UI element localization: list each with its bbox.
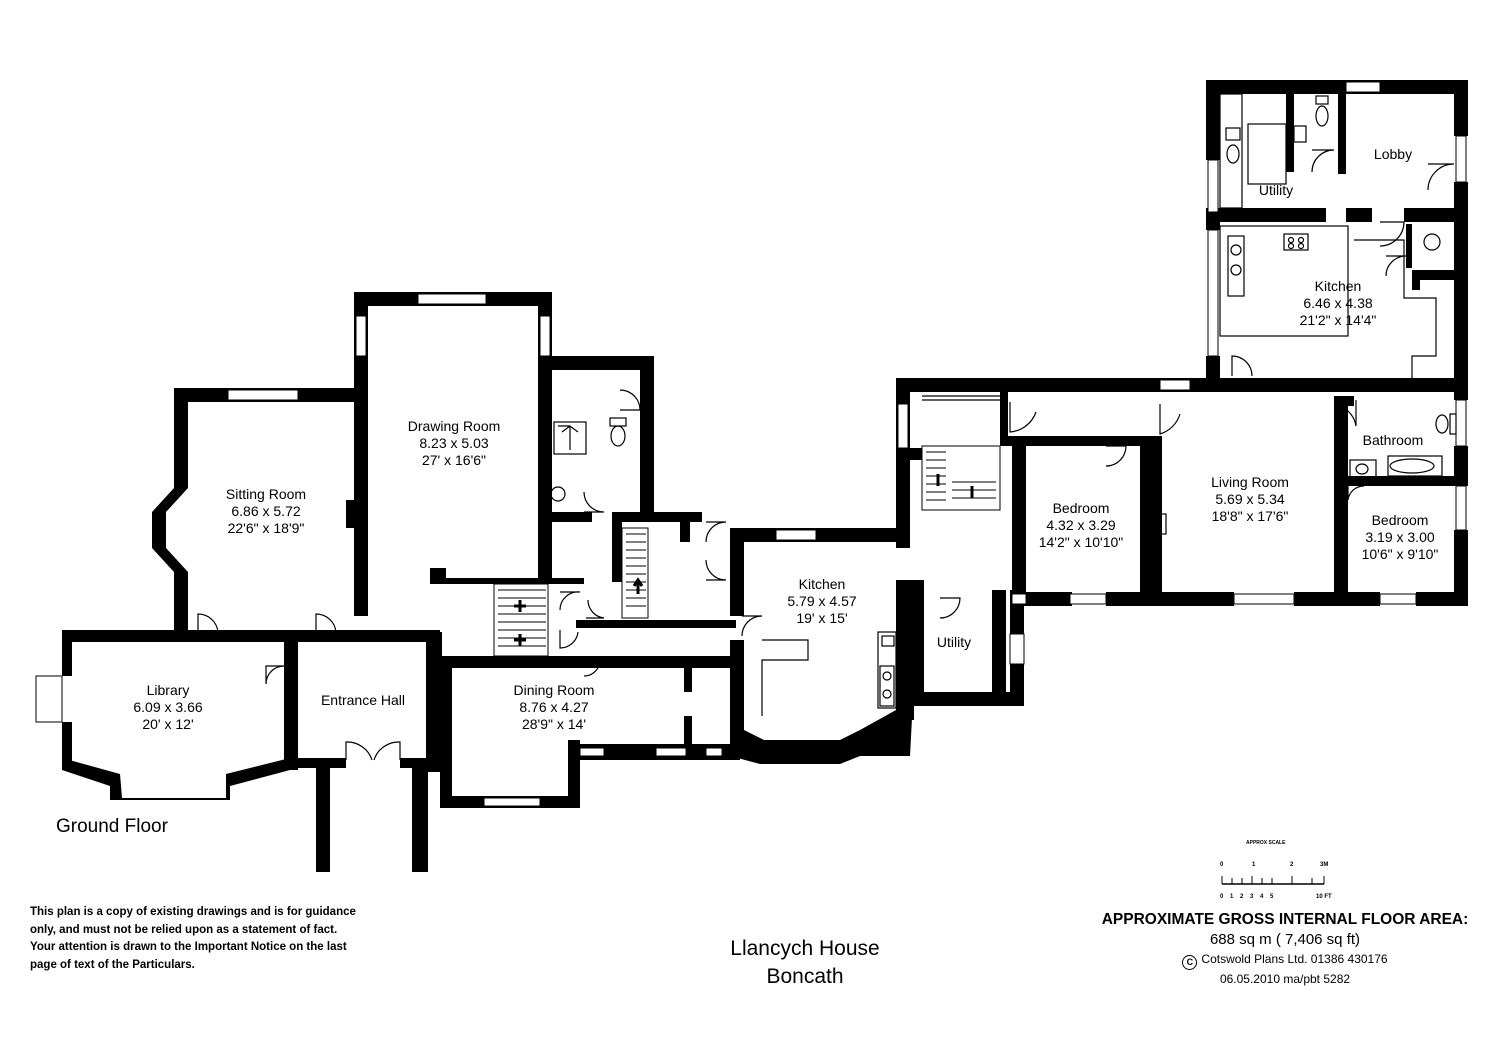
scale-foot-2: 2 bbox=[1240, 894, 1244, 900]
room-metric: 8.76 x 4.27 bbox=[519, 699, 589, 715]
room-name: Kitchen bbox=[1314, 278, 1362, 294]
room-name: Dining Room bbox=[513, 682, 595, 698]
room-living-room: Living Room 5.69 x 5.34 18'8" x 17'6" bbox=[1180, 474, 1320, 525]
room-imperial: 20' x 12' bbox=[142, 716, 194, 732]
room-imperial: 14'2" x 10'10" bbox=[1038, 534, 1124, 550]
room-metric: 3.19 x 3.00 bbox=[1365, 529, 1435, 545]
room-kitchen-annex: Kitchen 6.46 x 4.38 21'2" x 14'4" bbox=[1268, 278, 1408, 329]
room-name: Bathroom bbox=[1362, 432, 1424, 448]
scale-foot-1: 1 bbox=[1230, 894, 1234, 900]
scale-metres: 0 1 2 3M bbox=[1220, 862, 1328, 868]
property-title: Llancych House Boncath bbox=[690, 935, 920, 991]
room-name: Bedroom bbox=[1371, 512, 1429, 528]
doors bbox=[197, 149, 1455, 761]
room-bedroom-2: Bedroom 3.19 x 3.00 10'6" x 9'10" bbox=[1346, 512, 1454, 563]
room-imperial: 10'6" x 9'10" bbox=[1361, 546, 1439, 562]
property-location: Boncath bbox=[766, 965, 844, 988]
room-metric: 6.86 x 5.72 bbox=[231, 503, 301, 519]
scale-foot-4: 4 bbox=[1260, 894, 1264, 900]
room-metric: 6.09 x 3.66 bbox=[133, 699, 203, 715]
room-name: Sitting Room bbox=[225, 486, 307, 502]
scale-metre-0: 0 bbox=[1220, 862, 1224, 868]
room-drawing-room: Drawing Room 8.23 x 5.03 27' x 16'6" bbox=[384, 418, 524, 469]
room-name: Library bbox=[146, 682, 190, 698]
room-kitchen-main: Kitchen 5.79 x 4.57 19' x 15' bbox=[752, 576, 892, 627]
scale-bar bbox=[1221, 876, 1325, 885]
room-metric: 5.69 x 5.34 bbox=[1215, 491, 1285, 507]
room-entrance-hall: Entrance Hall bbox=[298, 692, 428, 709]
staircases bbox=[493, 445, 1001, 657]
room-bathroom: Bathroom bbox=[1350, 432, 1436, 449]
scale-foot-5: 5 bbox=[1270, 894, 1274, 900]
room-dining-room: Dining Room 8.76 x 4.27 28'9" x 14' bbox=[484, 682, 624, 733]
scale-metre-2: 2 bbox=[1290, 862, 1294, 868]
room-library: Library 6.09 x 3.66 20' x 12' bbox=[98, 682, 238, 733]
scale-metre-3: 3M bbox=[1320, 862, 1328, 868]
room-name: Lobby bbox=[1373, 146, 1413, 162]
room-imperial: 28'9" x 14' bbox=[521, 716, 587, 732]
fixtures bbox=[550, 95, 1457, 707]
room-name: Kitchen bbox=[798, 576, 846, 592]
room-utility-upper: Utility bbox=[1246, 182, 1306, 199]
scale-title: APPROX SCALE bbox=[1246, 840, 1286, 846]
room-sitting-room: Sitting Room 6.86 x 5.72 22'6" x 18'9" bbox=[196, 486, 336, 537]
room-name: Bedroom bbox=[1052, 500, 1110, 516]
area-heading: APPROXIMATE GROSS INTERNAL FLOOR AREA: bbox=[1101, 911, 1469, 928]
room-metric: 6.46 x 4.38 bbox=[1303, 295, 1373, 311]
room-name: Utility bbox=[1258, 182, 1294, 198]
room-name: Utility bbox=[936, 634, 972, 650]
room-utility-lower: Utility bbox=[924, 634, 984, 651]
room-metric: 8.23 x 5.03 bbox=[419, 435, 489, 451]
interior-lines bbox=[761, 93, 1437, 716]
disclaimer-text: This plan is a copy of existing drawings… bbox=[30, 906, 356, 971]
room-imperial: 19' x 15' bbox=[796, 610, 848, 626]
room-name: Drawing Room bbox=[407, 418, 501, 434]
windows bbox=[35, 81, 1467, 807]
scale-foot-3: 3 bbox=[1250, 894, 1254, 900]
scale-feet: 0 1 2 3 4 5 10 FT bbox=[1220, 894, 1332, 900]
room-lobby: Lobby bbox=[1360, 146, 1426, 163]
room-bedroom-1: Bedroom 4.32 x 3.29 14'2" x 10'10" bbox=[1014, 500, 1148, 551]
scale-foot-0: 0 bbox=[1220, 894, 1224, 900]
property-name: Llancych House bbox=[730, 937, 880, 960]
floor-area-block: APPROXIMATE GROSS INTERNAL FLOOR AREA: 6… bbox=[1060, 910, 1500, 988]
room-imperial: 21'2" x 14'4" bbox=[1299, 312, 1377, 328]
room-imperial: 22'6" x 18'9" bbox=[227, 520, 305, 536]
floor-label: Ground Floor bbox=[56, 816, 168, 837]
room-imperial: 18'8" x 17'6" bbox=[1211, 508, 1289, 524]
area-value: 688 sq m ( 7,406 sq ft) bbox=[1209, 931, 1361, 948]
reference-line: 06.05.2010 ma/pbt 5282 bbox=[1219, 972, 1351, 986]
room-metric: 5.79 x 4.57 bbox=[787, 593, 857, 609]
credit-text: Cotswold Plans Ltd. 01386 430176 bbox=[1201, 952, 1388, 966]
room-name: Entrance Hall bbox=[320, 692, 406, 708]
scale-foot-10: 10 FT bbox=[1316, 894, 1332, 900]
room-imperial: 27' x 16'6" bbox=[421, 452, 487, 468]
room-metric: 4.32 x 3.29 bbox=[1046, 517, 1116, 533]
room-name: Living Room bbox=[1211, 474, 1289, 490]
scale-metre-1: 1 bbox=[1252, 862, 1256, 868]
copyright-icon: C bbox=[1182, 955, 1198, 970]
